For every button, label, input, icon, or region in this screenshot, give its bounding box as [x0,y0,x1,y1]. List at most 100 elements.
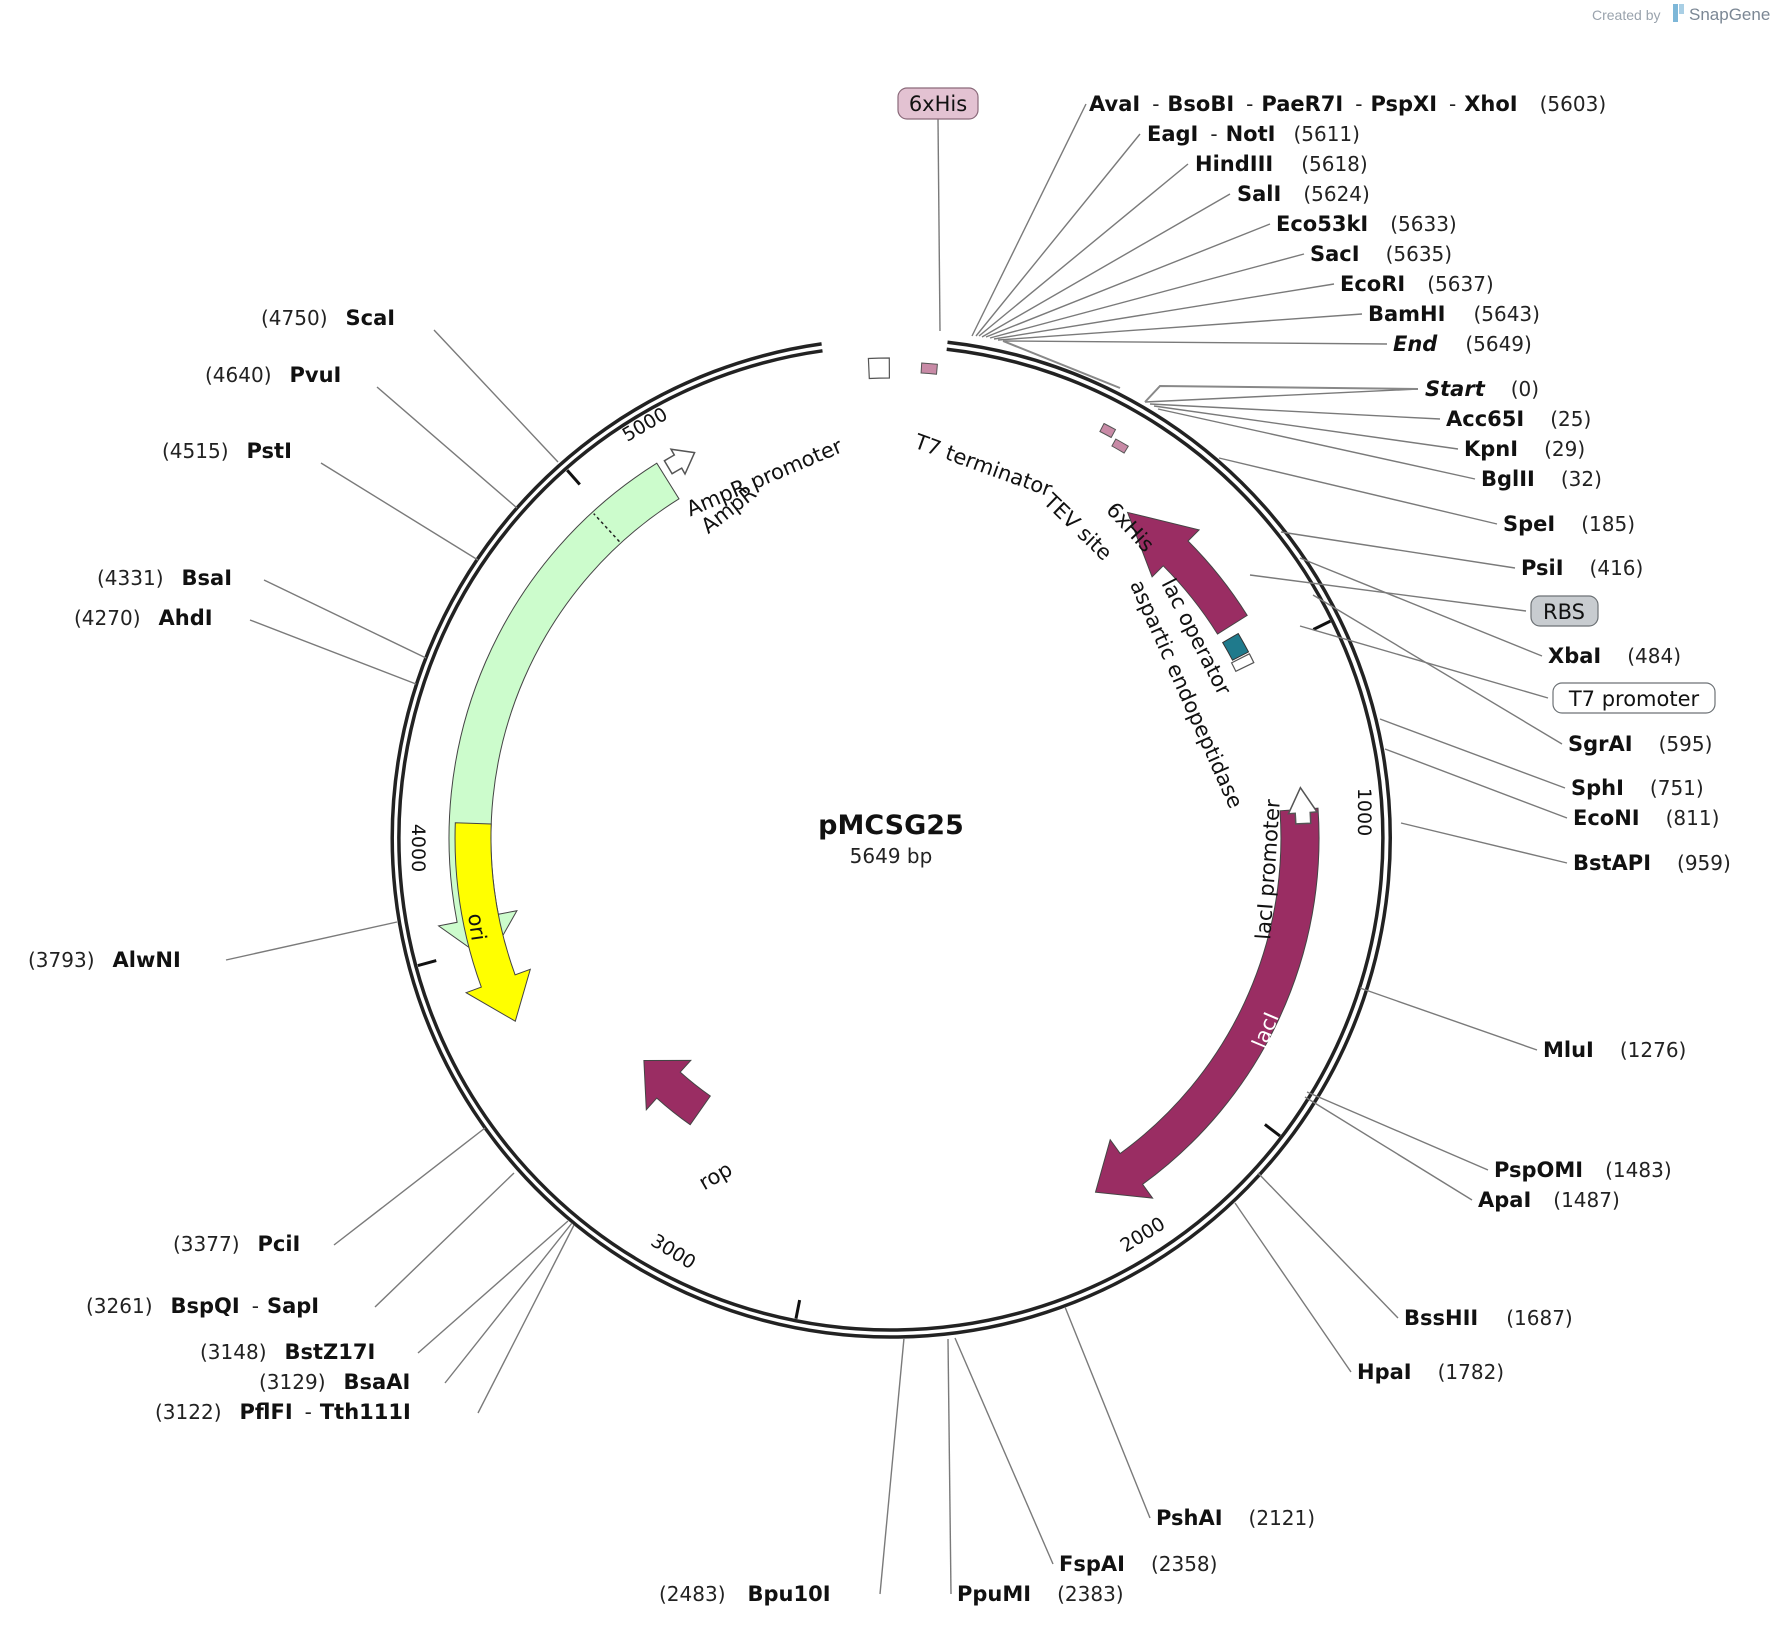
site-apai: ApaI(1487) [1478,1188,1620,1212]
site-leader-line [1299,625,1549,699]
site-leader-line [1312,594,1563,745]
site-leader-line [978,163,1189,337]
site-leader-line [1359,987,1538,1051]
site-kpni: KpnI(29) [1464,437,1585,461]
site-leader-line [1400,822,1568,864]
ori-arrow [454,822,532,1022]
site-pspomi: PspOMI(1483) [1494,1158,1672,1182]
site-avai: AvaI-BsoBI-PaeR7I-PspXI-XhoI(5603) [1089,92,1606,116]
site-mlui: MluI(1276) [1543,1038,1686,1062]
ampr-promoter-label: AmpR promoter [683,434,846,521]
site-leader-line [947,1338,952,1595]
site-leader-line [1249,574,1527,612]
tick-label-5000: 5000 [619,403,672,446]
t7-terminator-box [867,357,891,380]
t7-terminator-label: T7 terminator [910,429,1055,501]
site-leader-line [1379,718,1566,789]
site-leader-line [1304,1096,1473,1201]
site-leader-line [1218,457,1498,525]
ampr-promoter-arrow [663,448,696,476]
tick-3000 [794,1299,802,1319]
site-hindiii: HindIII(5618) [1195,152,1368,176]
site-ecori: EcoRI(5637) [1340,272,1494,296]
site-econi: EcoNI(811) [1573,806,1719,830]
sites-right: AvaI-BsoBI-PaeR7I-PspXI-XhoI(5603) EagI-… [659,92,1731,1606]
his-tag-c-box [1111,438,1129,454]
his-top-label: 6xHis [909,92,967,116]
site-leader-line [971,103,1087,337]
site-bspqi: (3261)BspQI-SapI [86,1294,319,1318]
site-leader-line [1002,340,1388,345]
backbone-ring-0 [397,347,1385,1332]
site-bglii: BglII(32) [1481,467,1602,491]
site-leader-line [954,1337,1054,1565]
site-leader-line [879,1337,905,1595]
site-eco53ki: Eco53kI(5633) [1276,212,1457,236]
sites-left: (4750)ScaI (4640)PvuI (4515)PstI (4331)B… [28,306,411,1424]
start-marker [1144,384,1419,403]
end-marker [1002,340,1121,389]
site-scai: (4750)ScaI [261,306,395,330]
site-bsai: (4331)BsaI [97,566,232,590]
site-leader-line [1306,1091,1489,1171]
site-leader-line [1149,403,1441,420]
backbone-circle [390,340,1392,1339]
site-leader-line [1299,557,1543,657]
lac-operator-box [1222,632,1250,661]
credit-prefix: Created by [1592,7,1660,23]
tev-label: TEV site [1038,488,1117,565]
site-leader-line [1153,405,1459,450]
site-leader-line [320,462,479,561]
site-leader-line [225,921,398,961]
rbs-label: RBS [1543,600,1585,624]
site-leader-line [1257,1172,1399,1319]
site-pvui: (4640)PvuI [205,363,341,387]
site-leader-line [444,1222,573,1384]
rop-label: rop [695,1157,737,1195]
site-bpu10i: (2483)Bpu10I [659,1582,831,1606]
tick-label-3000: 3000 [647,1230,700,1274]
site-acc65i: Acc65I(25) [1446,407,1591,431]
site-saci: SacI(5635) [1310,242,1452,266]
tev-site-box [1099,422,1117,439]
site-ppumi: PpuMI(2383) [957,1582,1124,1606]
site-pflfi: (3122)PflFI-Tth111I [155,1400,411,1424]
site-pshai: PshAI(2121) [1156,1506,1315,1530]
site-start: Start(0) [1425,377,1539,401]
site-leader-line [993,283,1335,340]
site-xbai: XbaI(484) [1548,644,1681,668]
tick-2000 [1263,1123,1281,1138]
site-leader-line [333,1127,486,1246]
t7-promoter-label: T7 promoter [1568,687,1700,711]
site-leader-line [374,1172,515,1308]
snapgene-logo-icon [1673,4,1684,22]
tick-5000 [566,469,581,486]
site-psii: PsiI(416) [1521,556,1643,580]
t7-promoter-box-label: T7 promoter [1552,682,1716,714]
site-hpai: HpaI(1782) [1357,1360,1504,1384]
lacI-arrow [1094,807,1320,1199]
site-bstz17i: (3148)BstZ17I [200,1340,375,1364]
site-leader-line [1144,388,1419,403]
site-leader-line [1384,748,1568,819]
site-leader-line [989,253,1305,339]
site-bamhi: BamHI(5643) [1368,302,1540,326]
features [437,357,1320,1199]
his-top-box: 6xHis [897,87,979,120]
site-leader-lines [225,103,1568,1595]
credit-brand: SnapGene [1689,5,1770,24]
ampr-divider [593,513,620,543]
site-alwni: (3793)AlwNI [28,948,181,972]
site-sgrai: SgrAI(595) [1568,732,1712,756]
site-psti: (4515)PstI [162,439,292,463]
ori-label: ori [463,912,491,942]
site-leader-line [249,619,417,685]
tick-label-1000: 1000 [1353,788,1375,836]
t7-promoter-box [1230,652,1255,673]
site-leader-line [477,1224,575,1414]
site-leader-line [997,313,1363,341]
laci-promoter-arrow [1287,786,1319,825]
site-leader-line [1157,408,1476,480]
aspartic-endopeptidase-arrow [1126,511,1248,635]
